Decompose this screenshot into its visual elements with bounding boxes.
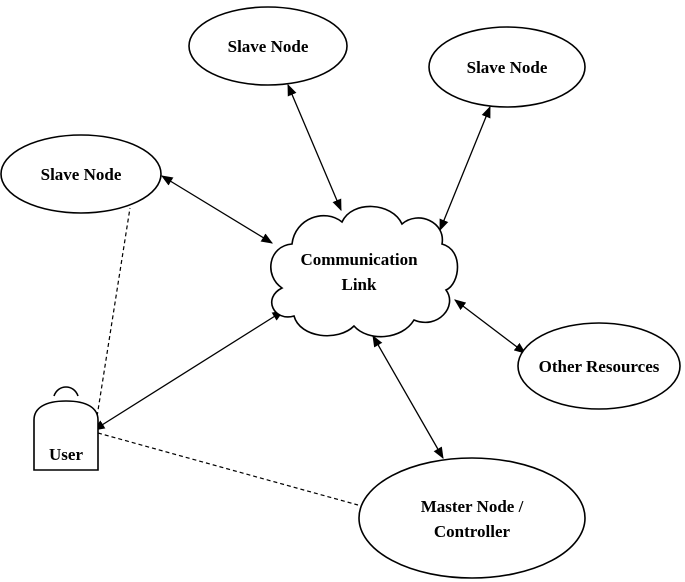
master-node-ellipse	[358, 457, 586, 579]
slave-node-right: Slave Node	[428, 26, 586, 108]
other-resources-ellipse	[517, 322, 681, 410]
link-slave-right-cloud	[439, 105, 491, 232]
dashed-user-slave-left	[95, 207, 131, 424]
user-head-icon	[53, 386, 79, 397]
link-cloud-other-resources	[454, 299, 526, 354]
other-resources-node: Other Resources	[517, 322, 681, 410]
slave-node-left-ellipse	[0, 134, 162, 214]
link-slave-top-cloud	[287, 83, 342, 212]
master-node-label-line1: Master Node /	[421, 497, 524, 516]
slave-node-left-label: Slave Node	[41, 165, 122, 184]
slave-node-top-ellipse	[188, 6, 348, 86]
slave-node-right-label: Slave Node	[467, 58, 548, 77]
slave-node-left: Slave Node	[0, 134, 162, 214]
link-slave-left-cloud	[161, 175, 273, 244]
user-node: User	[33, 386, 99, 471]
slave-node-top: Slave Node	[188, 6, 348, 86]
other-resources-label: Other Resources	[539, 357, 660, 376]
slave-node-right-ellipse	[428, 26, 586, 108]
user-body-shape	[33, 400, 99, 471]
cloud-label-line1: Communication	[300, 250, 418, 269]
slave-node-top-label: Slave Node	[228, 37, 309, 56]
cloud-shape	[270, 205, 459, 338]
user-label: User	[49, 445, 83, 464]
communication-link-cloud: Communication Link	[270, 205, 459, 338]
master-node-label-line2: Controller	[434, 522, 511, 541]
master-node: Master Node / Controller	[358, 457, 586, 579]
link-cloud-master	[372, 334, 444, 460]
dashed-user-master	[97, 432, 359, 506]
cloud-label-line2: Link	[342, 275, 378, 294]
link-user-cloud	[93, 310, 284, 431]
